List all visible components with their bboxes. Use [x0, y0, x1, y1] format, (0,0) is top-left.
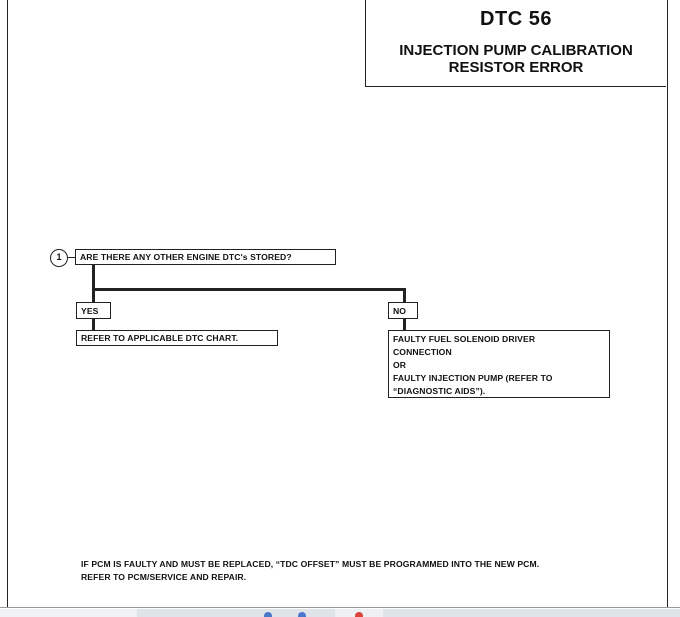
connector-question-down [92, 265, 95, 302]
frame-bottom-border [0, 607, 680, 608]
bottom-toolbar [137, 609, 680, 617]
connector-step-to-question [68, 257, 75, 259]
no-result-line: “DIAGNOSTIC AIDS”). [393, 386, 486, 396]
bottom-toolbar-left [0, 609, 137, 617]
footnote-line: REFER TO PCM/SERVICE AND REPAIR. [81, 572, 247, 582]
no-result-line: OR [393, 360, 407, 370]
dtc-code-title: DTC 56 [480, 8, 552, 30]
footnote: IF PCM IS FAULTY AND MUST BE REPLACED, “… [81, 558, 651, 584]
connector-no-down [403, 288, 406, 302]
no-result-line: FAULTY FUEL SOLENOID DRIVER [393, 334, 536, 344]
no-result-line: FAULTY INJECTION PUMP (REFER TO [393, 373, 553, 383]
footnote-line: IF PCM IS FAULTY AND MUST BE REPLACED, “… [81, 559, 540, 569]
no-branch-label: NO [388, 302, 418, 319]
blue-dot-icon [298, 612, 306, 617]
connector-no-to-result [403, 319, 406, 330]
question-box: ARE THERE ANY OTHER ENGINE DTC's STORED? [75, 249, 336, 265]
connector-branch-horizontal [92, 288, 406, 291]
red-dot-icon [355, 612, 363, 617]
no-result-box: FAULTY FUEL SOLENOID DRIVER CONNECTION O… [388, 330, 610, 398]
yes-result-box: REFER TO APPLICABLE DTC CHART. [76, 330, 278, 346]
no-result-line: CONNECTION [393, 347, 452, 357]
connector-yes-to-result [92, 319, 95, 330]
frame-left-border [7, 0, 8, 607]
title-block: DTC 56 INJECTION PUMP CALIBRATION RESIST… [365, 0, 666, 87]
frame-right-border [667, 0, 668, 607]
blue-dot-icon [264, 612, 272, 617]
yes-branch-label: YES [76, 302, 111, 319]
step-number-marker: 1 [50, 249, 68, 267]
dtc-description: INJECTION PUMP CALIBRATION RESISTOR ERRO… [399, 42, 633, 76]
